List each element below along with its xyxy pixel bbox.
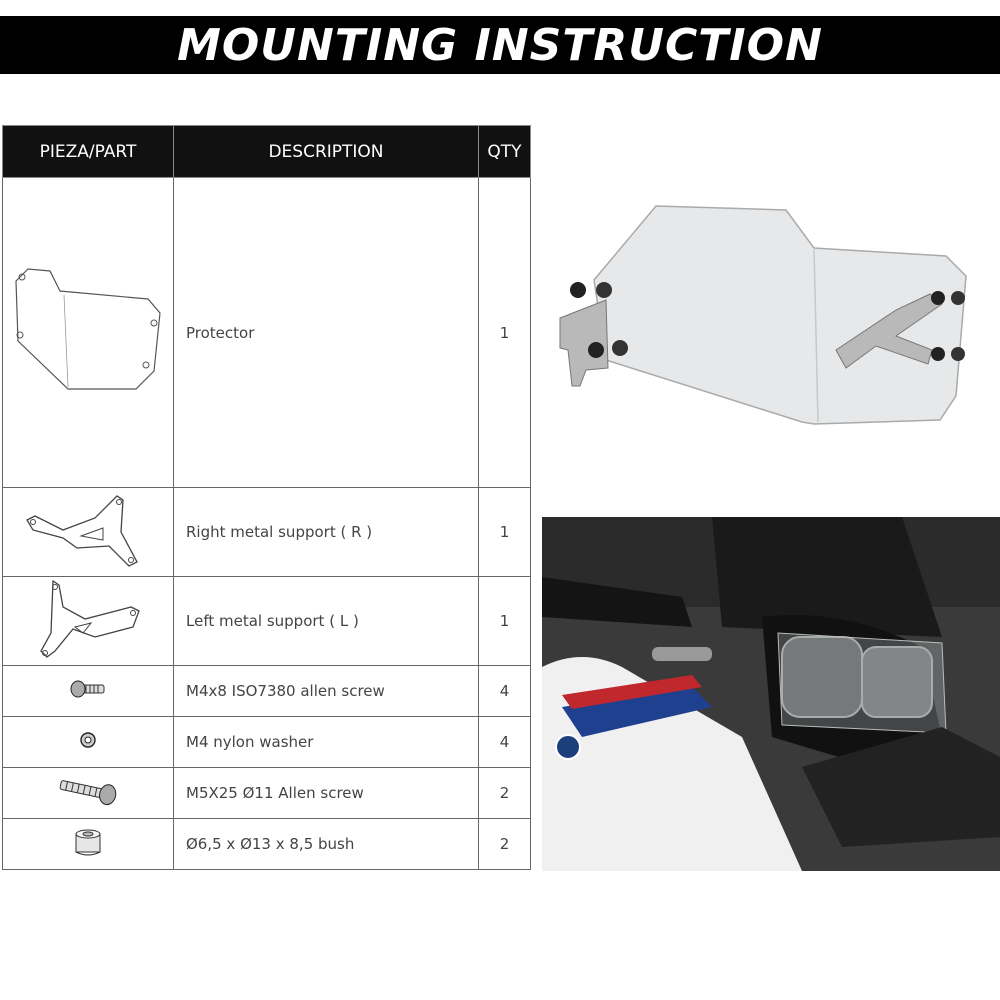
part-qty: 4	[478, 665, 531, 717]
motorcycle-photo	[542, 517, 1000, 871]
part-description: M4 nylon washer	[173, 716, 479, 768]
motorcycle-illustration	[542, 517, 1000, 871]
part-qty: 2	[478, 818, 531, 870]
table-row: Protector 1	[2, 177, 531, 488]
right-support-icon	[26, 495, 138, 567]
title-bar: MOUNTING INSTRUCTION	[0, 16, 1000, 74]
part-image-cell	[2, 576, 174, 666]
part-qty: 1	[478, 177, 531, 488]
part-image-cell	[2, 818, 174, 870]
protector-product-photo	[559, 205, 967, 425]
protector-icon	[15, 267, 161, 390]
part-image-cell	[2, 665, 174, 717]
part-qty: 4	[478, 716, 531, 768]
part-qty: 2	[478, 767, 531, 819]
long-screw-icon	[59, 780, 117, 806]
header-part: PIEZA/PART	[2, 125, 174, 178]
header-description: DESCRIPTION	[173, 125, 479, 178]
part-image-cell	[2, 767, 174, 819]
table-row: M4x8 ISO7380 allen screw 4	[2, 665, 531, 717]
part-description: Right metal support ( R )	[173, 487, 479, 577]
part-description: Left metal support ( L )	[173, 576, 479, 666]
parts-table: PIEZA/PART DESCRIPTION QTY Protector 1	[2, 125, 531, 870]
part-description: Ø6,5 x Ø13 x 8,5 bush	[173, 818, 479, 870]
table-row: Right metal support ( R ) 1	[2, 487, 531, 577]
part-description: M5X25 Ø11 Allen screw	[173, 767, 479, 819]
part-qty: 1	[478, 576, 531, 666]
small-screw-icon	[70, 680, 105, 698]
bush-icon	[75, 829, 101, 856]
left-support-icon	[40, 579, 140, 658]
table-row: Left metal support ( L ) 1	[2, 576, 531, 666]
table-row: Ø6,5 x Ø13 x 8,5 bush 2	[2, 818, 531, 870]
table-row: M4 nylon washer 4	[2, 716, 531, 768]
part-description: Protector	[173, 177, 479, 488]
table-header-row: PIEZA/PART DESCRIPTION QTY	[2, 125, 531, 178]
table-row: M5X25 Ø11 Allen screw 2	[2, 767, 531, 819]
part-image-cell	[2, 487, 174, 577]
part-qty: 1	[478, 487, 531, 577]
washer-icon	[80, 732, 96, 748]
part-description: M4x8 ISO7380 allen screw	[173, 665, 479, 717]
page-title: MOUNTING INSTRUCTION	[177, 19, 823, 71]
header-qty: QTY	[478, 125, 531, 178]
part-image-cell	[2, 716, 174, 768]
part-image-cell	[2, 177, 174, 488]
